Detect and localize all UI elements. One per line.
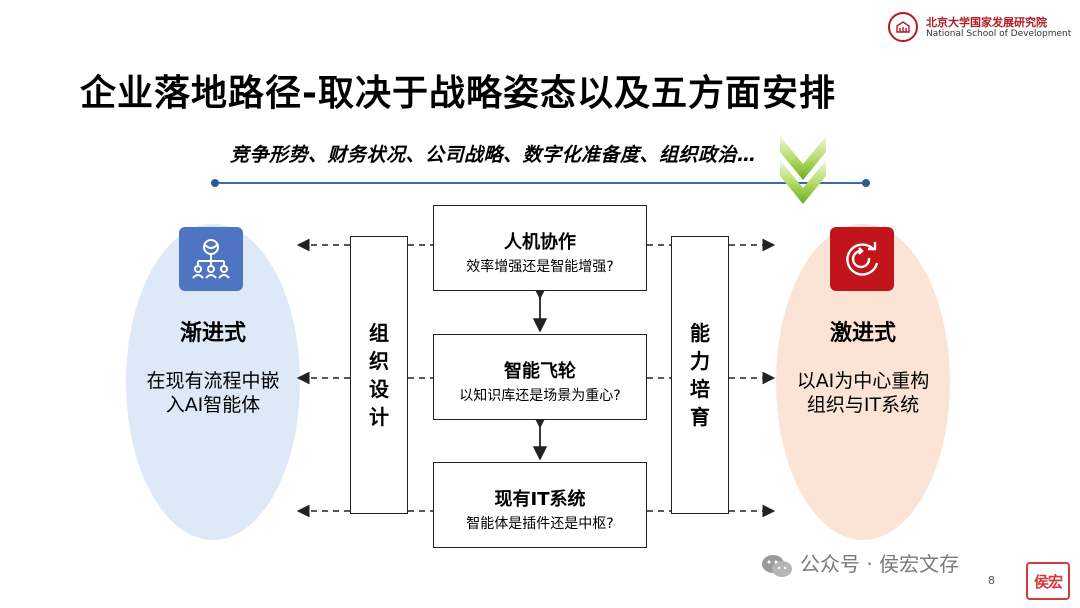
- box-title: 智能飞轮: [504, 361, 576, 382]
- wechat-watermark: 公众号 · 侯宏文存: [760, 548, 959, 578]
- box-question: 效率增强还是智能增强?: [466, 259, 614, 275]
- logo-english-name: National School of Development: [926, 29, 1072, 39]
- factors-subtitle: 竞争形势、财务状况、公司战略、数字化准备度、组织政治…: [230, 144, 757, 166]
- capability-label: 能力培育: [690, 321, 710, 429]
- watermark-text: 公众号 · 侯宏文存: [800, 552, 960, 576]
- timeline-line: [215, 182, 867, 184]
- seal-icon: [888, 12, 918, 42]
- existing-it-system-box: 现有IT系统 智能体是插件还是中枢?: [433, 462, 647, 548]
- box-question: 智能体是插件还是中枢?: [466, 516, 614, 532]
- box-question: 以知识库还是场景为重心?: [459, 388, 621, 404]
- incremental-title: 渐进式: [179, 321, 246, 346]
- incremental-description: 在现有流程中嵌入AI智能体: [146, 370, 280, 416]
- page-number: 8: [988, 574, 995, 587]
- refresh-cycle-icon: [830, 227, 894, 291]
- org-design-pillar: 组织设计: [350, 236, 408, 514]
- wechat-icon: [762, 554, 792, 577]
- slide-title: 企业落地路径-取决于战略姿态以及五方面安排: [80, 73, 836, 114]
- seal-stamp: 侯宏: [1026, 562, 1070, 600]
- line-end-dot: [862, 179, 870, 187]
- radical-title: 激进式: [829, 321, 896, 346]
- org-hierarchy-icon: [179, 227, 243, 291]
- human-ai-collab-box: 人机协作 效率增强还是智能增强?: [433, 205, 647, 291]
- box-title: 现有IT系统: [494, 489, 586, 510]
- institution-logo: 北京大学国家发展研究院 National School of Developme…: [888, 10, 1072, 46]
- capability-pillar: 能力培育: [671, 236, 729, 514]
- green-down-arrow-icon: [780, 136, 826, 204]
- org-design-label: 组织设计: [369, 321, 389, 429]
- radical-description: 以AI为中心重构组织与IT系统: [796, 370, 930, 416]
- intelligence-flywheel-box: 智能飞轮 以知识库还是场景为重心?: [433, 334, 647, 420]
- box-title: 人机协作: [504, 232, 576, 253]
- logo-chinese-name: 北京大学国家发展研究院: [926, 16, 1047, 29]
- line-start-dot: [211, 179, 219, 187]
